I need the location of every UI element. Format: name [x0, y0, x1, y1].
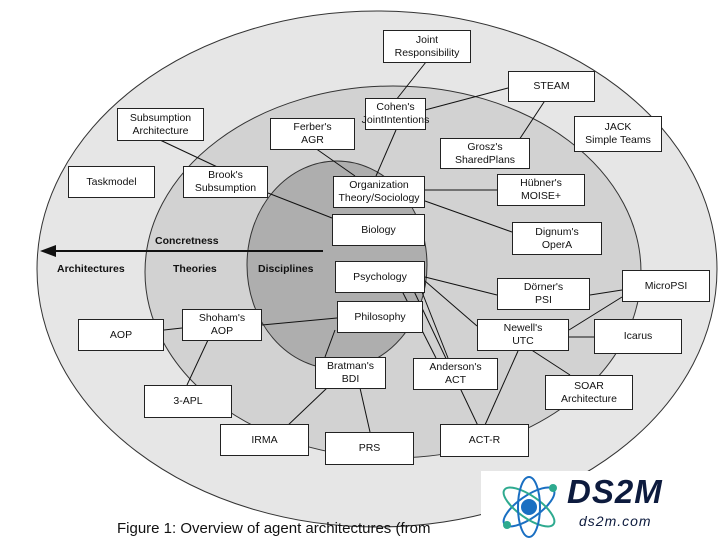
- concreteness-arrow: [40, 245, 323, 257]
- ring-label-theories: Theories: [173, 263, 217, 275]
- node-joint-responsibility: Joint Responsibility: [383, 30, 471, 63]
- node-dorners-psi: Dörner's PSI: [497, 278, 590, 310]
- node-micropsi: MicroPSI: [622, 270, 710, 302]
- node-soar-architecture: SOAR Architecture: [545, 375, 633, 410]
- figure-caption: Figure 1: Overview of agent architecture…: [117, 520, 431, 537]
- node-jack-simple-teams: JACK Simple Teams: [574, 116, 662, 152]
- node-newells-utc: Newell's UTC: [477, 319, 569, 351]
- watermark-title: DS2M: [567, 473, 663, 510]
- watermark-logo: DS2M ds2m.com: [481, 471, 720, 543]
- node-shohams-aop: Shoham's AOP: [182, 309, 262, 341]
- node-steam: STEAM: [508, 71, 595, 102]
- ring-label-architectures: Architectures: [57, 263, 125, 275]
- node-irma: IRMA: [220, 424, 309, 456]
- concreteness-label: Concretness: [155, 235, 219, 247]
- node-groszs-sharedplans: Grosz's SharedPlans: [440, 138, 530, 169]
- node-taskmodel: Taskmodel: [68, 166, 155, 198]
- node-subsumption-architecture: Subsumption Architecture: [117, 108, 204, 141]
- node-andersons-act: Anderson's ACT: [413, 358, 498, 390]
- atom-icon: [502, 476, 557, 538]
- node-icarus: Icarus: [594, 319, 682, 354]
- node-biology: Biology: [332, 214, 425, 246]
- watermark-subtitle: ds2m.com: [579, 513, 652, 529]
- ring-label-disciplines: Disciplines: [258, 263, 314, 275]
- node-cohens-jointintentions: Cohen's JointIntentions: [362, 98, 429, 130]
- node-ferbers-agr: Ferber's AGR: [270, 118, 355, 150]
- node-dignums-opera: Dignum's OperA: [512, 222, 602, 255]
- node-hubners-moise: Hübner's MOISE+: [497, 174, 585, 206]
- node-organization-theory: Organization Theory/Sociology: [333, 176, 425, 208]
- node-philosophy: Philosophy: [337, 301, 423, 333]
- node-3-apl: 3-APL: [144, 385, 232, 418]
- node-brooks-subsumption: Brook's Subsumption: [183, 166, 268, 198]
- node-bratmans-bdi: Bratman's BDI: [315, 357, 386, 389]
- node-aop: AOP: [78, 319, 164, 351]
- node-act-r: ACT-R: [440, 424, 529, 457]
- node-prs: PRS: [325, 432, 414, 465]
- node-psychology: Psychology: [335, 261, 425, 293]
